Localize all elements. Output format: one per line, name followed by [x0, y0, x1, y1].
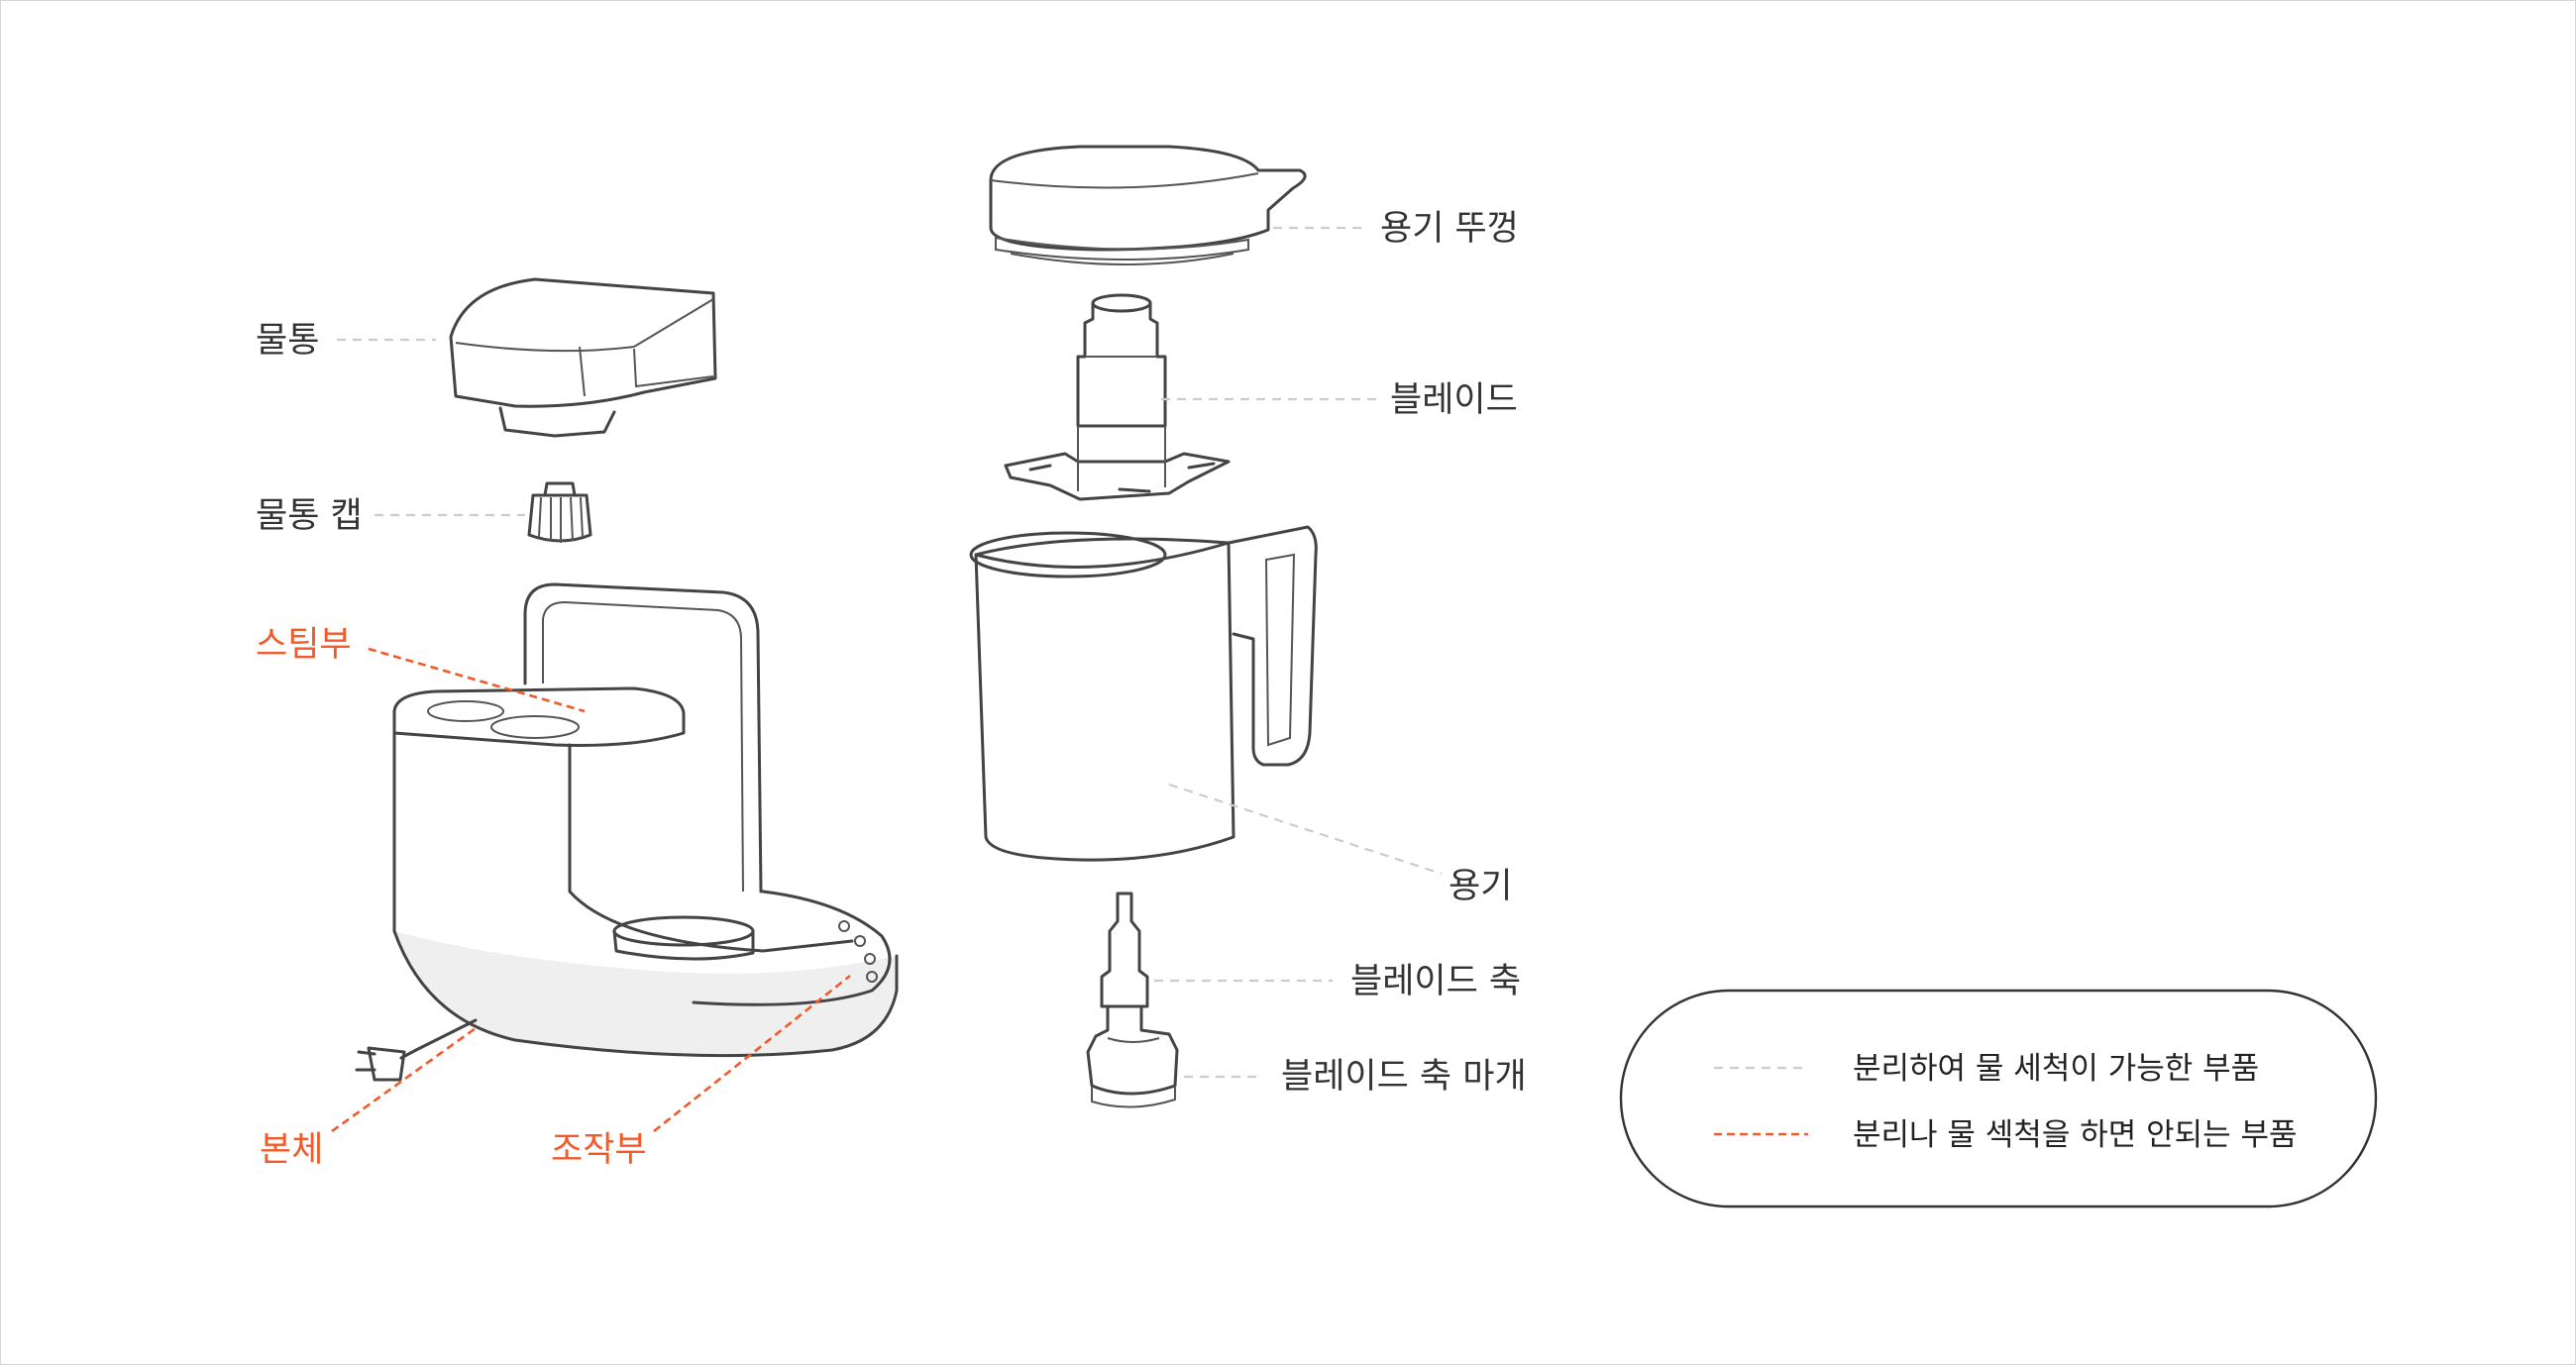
- steam-unit-leader-line: [368, 647, 586, 713]
- label-container-lid: 용기 뚜껑: [1380, 209, 1519, 249]
- label-tank-cap: 물통 캡: [256, 496, 363, 536]
- label-body: 본체: [260, 1130, 323, 1170]
- label-control-panel: 조작부: [551, 1130, 647, 1170]
- legend-not-washable-text: 분리나 물 섹척을 하면 안되는 부품: [1853, 1117, 2298, 1153]
- tank-cap-illustration: [527, 481, 592, 543]
- blade-illustration: [1004, 293, 1231, 501]
- leader-lines: [331, 226, 1443, 1133]
- label-shaft-cap: 블레이드 축 마개: [1281, 1057, 1527, 1097]
- body-leader-line: [331, 1026, 477, 1133]
- blade-shaft-illustration: [1086, 892, 1179, 1108]
- container-lid-illustration: [989, 145, 1307, 265]
- label-steam-unit: 스팀부: [256, 625, 352, 665]
- label-blade-shaft: 블레이드 축: [1350, 962, 1521, 1001]
- legend-washable-text: 분리하여 물 세척이 가능한 부품: [1853, 1051, 2259, 1087]
- label-water-tank: 물통: [256, 321, 319, 361]
- control-panel-leader-line: [653, 974, 851, 1133]
- legend-box: 분리하여 물 세척이 가능한 부품 분리나 물 섹척을 하면 안되는 부품: [1619, 989, 2378, 1208]
- main-body-illustration: [355, 582, 899, 1082]
- label-container: 용기: [1449, 867, 1512, 906]
- water-tank-illustration: [449, 277, 717, 438]
- container-illustration: [969, 525, 1318, 862]
- label-blade: 블레이드: [1390, 380, 1518, 420]
- legend-border: [1619, 989, 2378, 1208]
- container-leader-line: [1168, 783, 1443, 876]
